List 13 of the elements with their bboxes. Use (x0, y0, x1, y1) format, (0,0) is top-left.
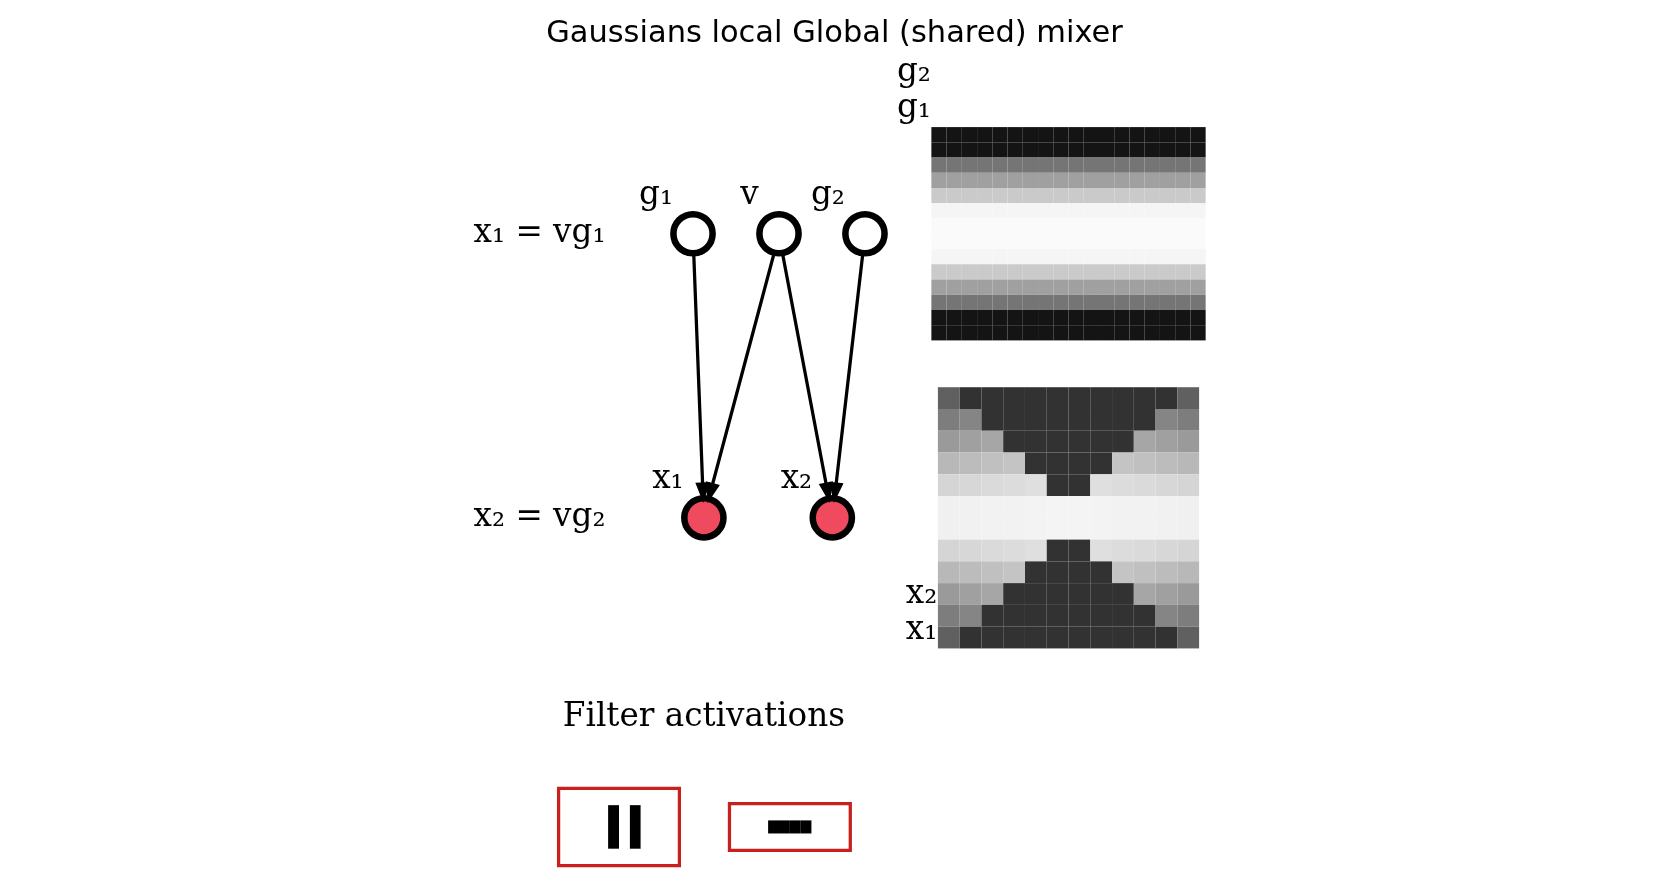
label: Filter activations (562, 695, 845, 734)
node-label: x₁ (652, 458, 684, 497)
label: x₁ = vg₁ (473, 211, 606, 250)
node-label: x₂ (905, 572, 938, 611)
node-label: x₁ (905, 608, 938, 647)
node-label: g₁ (639, 174, 673, 213)
node-label: x₂ (780, 458, 813, 497)
node-label: g₂ (810, 174, 845, 213)
diagram-title: Gaussians local Global (shared) mixer (546, 13, 1123, 49)
node-label: v (740, 174, 759, 213)
label: x₂ = vg₂ (473, 495, 606, 534)
node-label: g₁ (896, 87, 931, 126)
node-label: g₂ (896, 51, 931, 90)
